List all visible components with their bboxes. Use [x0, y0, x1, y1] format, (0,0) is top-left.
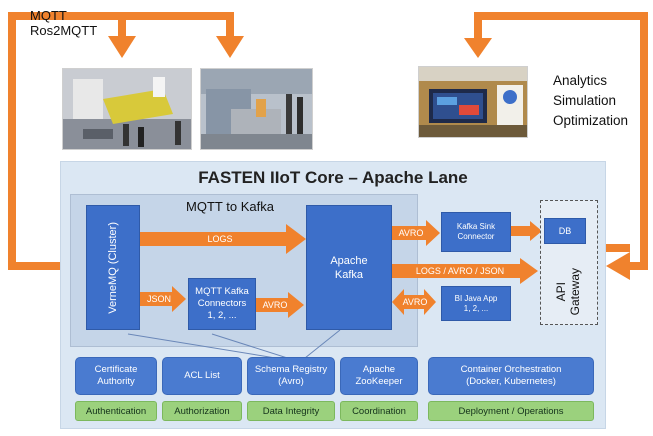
data-integrity-tag: Data Integrity: [247, 401, 335, 421]
bi-java-app-node[interactable]: BI Java App 1, 2, ...: [441, 286, 511, 321]
factory-photo-1: [62, 68, 192, 150]
analytics-label: Analytics: [553, 73, 608, 88]
zk-line-1: Apache: [362, 364, 396, 375]
vernemq-node[interactable]: VerneMQ (Cluster): [86, 205, 140, 330]
kafka-line-2: Kafka: [334, 268, 364, 281]
ros2mqtt-label: Ros2MQTT: [30, 23, 98, 38]
bi-line-1: BI Java App: [454, 293, 498, 303]
schema-registry-node[interactable]: Schema Registry (Avro): [247, 357, 335, 395]
factory-photo-2: [200, 68, 313, 150]
logs-avro-json-arrow-label: LOGS / AVRO / JSON: [415, 266, 505, 276]
schema-line-1: Schema Registry: [254, 364, 328, 375]
connectors-line-3: 1, 2, ...: [207, 310, 237, 321]
connectors-line-1: MQTT Kafka: [195, 286, 249, 297]
authentication-tag: Authentication: [75, 401, 157, 421]
vernemq-label: VerneMQ (Cluster): [107, 221, 119, 314]
optimization-label: Optimization: [553, 113, 629, 128]
db-node[interactable]: DB: [544, 218, 586, 244]
acl-list-node[interactable]: ACL List: [162, 357, 242, 395]
sink-line-1: Kafka Sink: [456, 222, 496, 231]
zookeeper-node[interactable]: Apache ZooKeeper: [340, 357, 418, 395]
ca-line-1: Certificate: [94, 364, 138, 375]
api-gateway-label: API Gateway: [548, 262, 588, 322]
acl-line-1: ACL List: [184, 370, 220, 381]
container-orchestration-node[interactable]: Container Orchestration (Docker, Kuberne…: [428, 357, 594, 395]
orch-line-2: (Docker, Kubernetes): [466, 376, 556, 387]
certificate-authority-node[interactable]: Certificate Authority: [75, 357, 157, 395]
mqtt-to-kafka-title: MQTT to Kafka: [186, 198, 274, 214]
simulation-label: Simulation: [553, 93, 617, 108]
sink-line-2: Connector: [457, 232, 495, 241]
analytics-labels: Analytics Simulation Optimization: [553, 71, 628, 131]
zk-line-2: ZooKeeper: [355, 376, 403, 387]
json-arrow-label: JSON: [146, 294, 171, 304]
mqtt-kafka-connectors-node[interactable]: MQTT Kafka Connectors 1, 2, ...: [188, 278, 256, 330]
bi-line-2: 1, 2, ...: [463, 303, 489, 313]
top-left-labels: MQTT Ros2MQTT: [30, 8, 97, 38]
api-gateway-text: API Gateway: [554, 268, 582, 315]
coordination-tag: Coordination: [340, 401, 418, 421]
avro-bi-arrow-label: AVRO: [402, 297, 428, 307]
orch-line-1: Container Orchestration: [460, 364, 562, 375]
ca-line-2: Authority: [97, 376, 135, 387]
gateway-label: Gateway: [568, 268, 582, 316]
kafka-sink-connector-node[interactable]: Kafka Sink Connector: [441, 212, 511, 252]
api-label: API: [554, 282, 568, 302]
avro-sink-arrow-label: AVRO: [398, 228, 424, 238]
logs-arrow-label: LOGS: [207, 234, 233, 244]
authorization-tag: Authorization: [162, 401, 242, 421]
connectors-line-2: Connectors: [197, 298, 247, 309]
avro-connectors-arrow-label: AVRO: [262, 300, 288, 310]
schema-line-2: (Avro): [278, 376, 304, 387]
mqtt-label: MQTT: [30, 8, 67, 23]
core-title: FASTEN IIoT Core – Apache Lane: [198, 168, 468, 187]
kafka-line-1: Apache: [330, 254, 368, 267]
apache-kafka-node[interactable]: Apache Kafka: [306, 205, 392, 330]
db-label: DB: [558, 226, 572, 236]
control-room-photo: [418, 66, 528, 138]
deployment-operations-tag: Deployment / Operations: [428, 401, 594, 421]
